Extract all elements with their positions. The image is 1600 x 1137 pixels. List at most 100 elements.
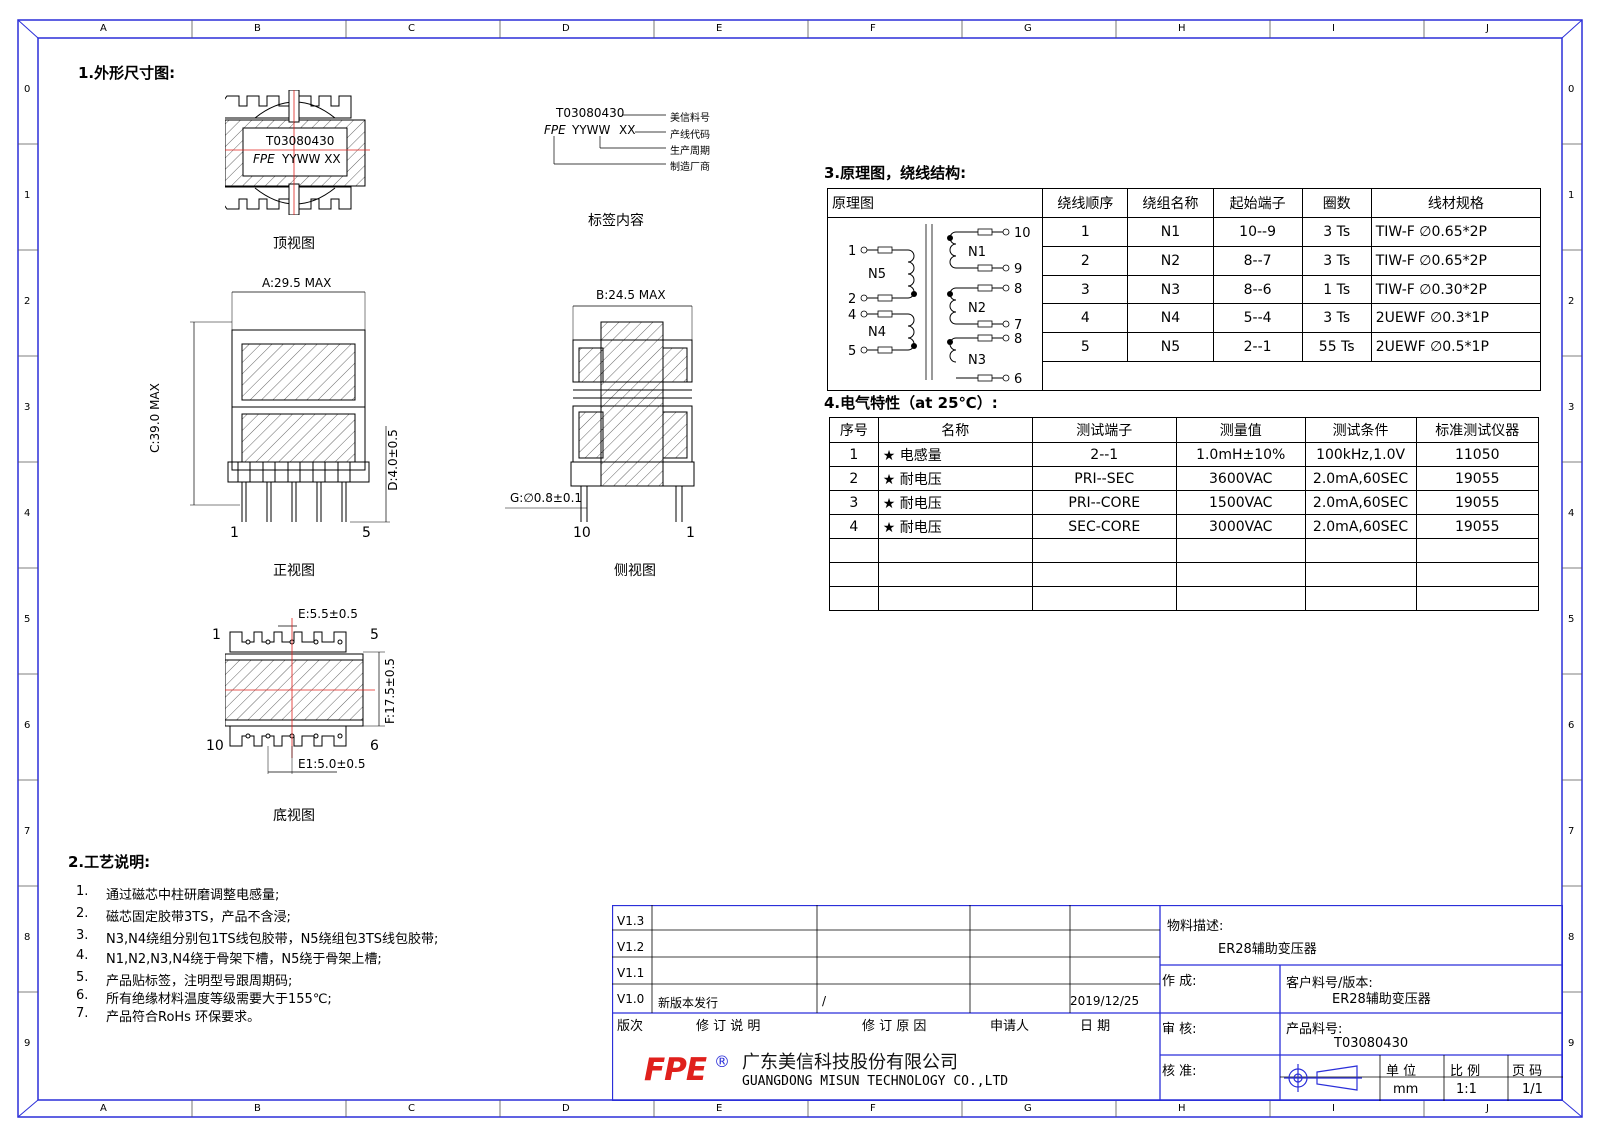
schematic-pin: 8 (1014, 332, 1022, 347)
page-label: 页 码 (1512, 1064, 1543, 1079)
col-label-d: D (562, 23, 570, 34)
schematic-winding-label: N1 (968, 245, 986, 260)
customer-no-value: ER28辅助变压器 (1332, 992, 1431, 1007)
elec-cell: ★ 电感量 (877, 442, 1033, 467)
process-note-no: 4. (76, 948, 89, 963)
elec-cell: 11050 (1415, 442, 1540, 467)
col-label-i: I (1332, 23, 1335, 34)
elec-cell: 3600VAC (1175, 466, 1306, 491)
bottom-pin-5: 5 (370, 627, 379, 643)
col-label-g: G (1024, 23, 1032, 34)
header-reason: 修 订 原 因 (862, 1019, 927, 1034)
schematic-pin: 2 (848, 292, 856, 307)
winding-cell: TIW-F ∅0.30*2P (1370, 274, 1542, 305)
bottom-dim-f: F:17.5±0.5 (382, 658, 397, 724)
process-note-text: 产品符合RoHs 环保要求。 (106, 1010, 261, 1025)
elec-cell: ★ 耐电压 (877, 490, 1033, 515)
side-view-caption: 侧视图 (614, 563, 656, 579)
winding-cell: 3 Ts (1301, 217, 1372, 247)
winding-table: 原理图 绕线顺序 绕组名称 起始端子 圈数 线材规格 (826, 188, 1542, 391)
elec-header-terminal: 测试端子 (1031, 417, 1177, 443)
elec-empty-cell (1415, 586, 1540, 611)
elec-cell: 19055 (1415, 466, 1540, 491)
side-view-drawing (505, 305, 695, 522)
bottom-view-drawing (225, 618, 385, 774)
front-pin-right: 5 (362, 525, 371, 541)
winding-cell: 4 (1042, 303, 1129, 334)
row-label-3: 3 (24, 402, 31, 413)
elec-cell: 1 (829, 442, 879, 467)
material-desc-label: 物料描述: (1167, 919, 1224, 934)
front-pin-left: 1 (230, 525, 239, 541)
row-label-1: 1 (24, 190, 31, 201)
revision-reason: / (822, 994, 827, 1008)
col-label-b: B (254, 23, 261, 34)
elec-cell: 100kHz,1.0V (1304, 442, 1417, 467)
process-note-text: N1,N2,N3,N4绕于骨架下槽，N5绕于骨架上槽; (106, 952, 382, 967)
electrical-table: 序号 名称 测试端子 测量值 测试条件 标准测试仪器 1 ★ 电感量 2--1 … (829, 417, 1540, 611)
label-legend-leaders (553, 114, 666, 165)
process-note-no: 5. (76, 970, 89, 985)
winding-header-wire: 线材规格 (1370, 188, 1542, 218)
scale-value: 1:1 (1456, 1082, 1477, 1097)
winding-cell: 1 (1042, 217, 1129, 247)
section1-title: 1.外形尺寸图: (78, 64, 176, 82)
col-label-a: A (100, 1103, 107, 1114)
header-applicant: 申请人 (990, 1019, 1030, 1034)
elec-header-instrument: 标准测试仪器 (1415, 417, 1540, 443)
col-label-h: H (1178, 23, 1186, 34)
row-label-8: 8 (1568, 932, 1575, 943)
side-pin-left: 10 (573, 525, 591, 541)
winding-cell: 2--1 (1212, 332, 1303, 363)
winding-header-turns: 圈数 (1301, 188, 1372, 218)
header-desc: 修 订 说 明 (696, 1019, 761, 1034)
col-label-c: C (408, 23, 415, 34)
winding-cell: 1 Ts (1301, 274, 1372, 305)
schematic-pin: 5 (848, 344, 856, 359)
company-name-en: GUANGDONG MISUN TECHNOLOGY CO.,LTD (742, 1074, 1009, 1089)
winding-header-terminal: 起始端子 (1212, 188, 1303, 218)
elec-header-name: 名称 (877, 417, 1033, 443)
annot-part-no: 美信料号 (670, 113, 710, 124)
elec-cell: PRI--CORE (1031, 490, 1177, 515)
row-label-4: 4 (1568, 508, 1575, 519)
elec-header-no: 序号 (829, 417, 879, 443)
winding-cell: TIW-F ∅0.65*2P (1370, 217, 1542, 247)
unit-label: 单 位 (1386, 1064, 1417, 1079)
elec-empty-cell (877, 586, 1033, 611)
annot-maker: 制造厂商 (670, 162, 710, 173)
elec-empty-cell (1175, 562, 1306, 587)
row-label-9: 9 (24, 1038, 31, 1049)
elec-empty-cell (1031, 562, 1177, 587)
bottom-pin-6: 6 (370, 738, 379, 754)
col-label-c: C (408, 1103, 415, 1114)
product-no-value: T03080430 (1334, 1036, 1409, 1051)
winding-cell: 8--7 (1212, 245, 1303, 276)
review-label: 审 核: (1162, 1022, 1197, 1037)
elec-empty-cell (1415, 538, 1540, 563)
schematic-pin: 9 (1014, 262, 1022, 277)
bottom-dim-e1: E1:5.0±0.5 (298, 757, 366, 771)
company-name-cn: 广东美信科技股份有限公司 (742, 1052, 958, 1073)
elec-cell: 19055 (1415, 490, 1540, 515)
col-label-e: E (716, 1103, 723, 1114)
side-dim-g: G:∅0.8±0.1 (510, 491, 583, 505)
top-view-label-line1: T03080430 (266, 134, 335, 148)
elec-empty-cell (1175, 538, 1306, 563)
label-brand: FPE (544, 123, 566, 137)
process-note-text: 磁芯固定胶带3TS，产品不含浸; (106, 910, 291, 925)
elec-cell: 2 (829, 466, 879, 491)
schematic-pin: 4 (848, 308, 856, 323)
label-line: XX (619, 123, 636, 137)
front-dim-c: C:39.0 MAX (147, 383, 162, 453)
winding-cell: 10--9 (1212, 217, 1303, 247)
row-label-2: 2 (1568, 296, 1575, 307)
version-label: V1.0 (617, 992, 645, 1006)
front-dim-a: A:29.5 MAX (262, 276, 332, 290)
row-label-7: 7 (1568, 826, 1575, 837)
row-label-3: 3 (1568, 402, 1575, 413)
elec-empty-cell (829, 586, 879, 611)
row-label-0: 0 (24, 84, 31, 95)
elec-cell: 2--1 (1031, 442, 1177, 467)
winding-header-schematic: 原理图 (826, 188, 1044, 218)
